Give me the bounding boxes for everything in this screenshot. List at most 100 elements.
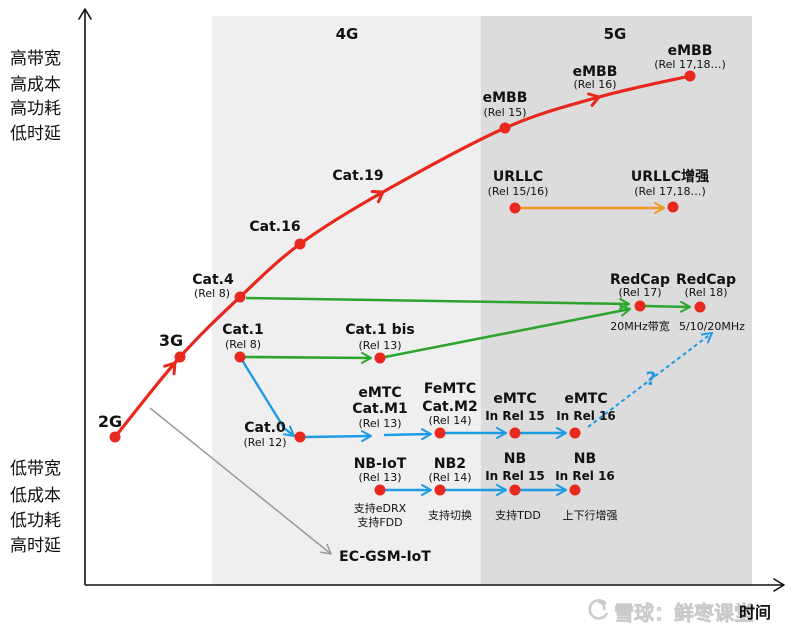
node-release-emtc-m1: (Rel 13)	[358, 417, 401, 430]
node-label-urllc-plus: URLLC增强	[631, 168, 709, 185]
y-top-label: 低时延	[10, 124, 61, 144]
node-release-cat4: (Rel 8)	[194, 287, 230, 300]
node-release-nb15: In Rel 15	[485, 469, 545, 483]
y-top-label: 高带宽	[10, 49, 61, 69]
node-dot-nb15	[509, 484, 521, 496]
unknown-path-label: ?	[645, 368, 656, 390]
node-label-emtc-m1-line2: Cat.M1	[352, 401, 407, 417]
node-label-ec-gsm-iot: EC-GSM-IoT	[339, 549, 431, 565]
node-label-redcap17: RedCap	[610, 272, 670, 288]
node-label-urllc: URLLC	[493, 169, 543, 185]
watermark-text: 雪球：鲜枣课堂	[614, 601, 754, 625]
y-bottom-label: 高时延	[10, 536, 61, 556]
node-label-cat1bis: Cat.1 bis	[345, 322, 415, 338]
node-dot-nb2	[434, 484, 446, 496]
y-top-label: 高成本	[10, 75, 61, 95]
node-dot-urllc-plus	[667, 201, 679, 213]
node-label-3g: 3G	[159, 331, 183, 350]
region-4g-label: 4G	[336, 25, 359, 43]
node-release-femtc-m2: (Rel 14)	[428, 414, 471, 427]
node-dot-3g	[174, 351, 186, 363]
node-release-urllc-plus: (Rel 17,18…)	[634, 185, 706, 198]
node-dot-cat1	[234, 351, 246, 363]
red-curve-arrowhead	[370, 189, 385, 204]
node-release-nb16: In Rel 16	[555, 469, 615, 483]
node-note-nbiot: 支持eDRX	[354, 501, 407, 515]
node-label-nbiot: NB-IoT	[354, 456, 407, 472]
node-dot-emtc15	[509, 427, 521, 439]
arrow-redcap17-to-redcap18	[644, 300, 691, 313]
red-curve-arrowhead	[587, 92, 601, 107]
node-note-redcap18: 5/10/20MHz	[679, 320, 745, 333]
node-label-cat4: Cat.4	[192, 272, 234, 288]
node-dot-cat16	[294, 238, 306, 250]
node-note-nb2: 支持切换	[428, 508, 472, 522]
watermark: 雪球：鲜枣课堂	[588, 599, 754, 625]
node-release-redcap18: (Rel 18)	[684, 286, 727, 299]
node-dot-redcap17	[634, 300, 646, 312]
node-label-cat0: Cat.0	[244, 420, 286, 436]
node-label-redcap18: RedCap	[676, 272, 736, 288]
node-release-urllc: (Rel 15/16)	[488, 185, 549, 198]
node-release-embb15: (Rel 15)	[483, 106, 526, 119]
node-dot-nb16	[569, 484, 581, 496]
arrow-cat0-to-emtc-m1	[304, 430, 372, 443]
node-note-nb15: 支持TDD	[495, 508, 541, 522]
node-label-femtc-m2: FeMTC	[424, 381, 476, 397]
node-label-cat16: Cat.16	[249, 219, 300, 235]
node-label-emtc-m1: eMTC	[358, 385, 401, 401]
node-release-embb16: (Rel 16)	[573, 78, 616, 91]
x-axis-label: 时间	[739, 603, 771, 622]
node-label-cat1: Cat.1	[222, 322, 263, 338]
node-release-embb17: (Rel 17,18…)	[654, 58, 726, 71]
node-dot-cat0	[294, 431, 306, 443]
node-label-cat19: Cat.19	[332, 168, 383, 184]
node-release-cat1: (Rel 8)	[225, 338, 261, 351]
red-curve-arrowhead	[163, 361, 177, 376]
node-release-nbiot: (Rel 13)	[358, 471, 401, 484]
node-label-embb16: eMBB	[573, 64, 618, 80]
y-bottom-label: 低功耗	[10, 511, 61, 531]
node-dot-urllc	[509, 202, 521, 214]
region-5g-label: 5G	[604, 25, 627, 43]
node-dot-redcap18	[694, 301, 706, 313]
node-release-redcap17: (Rel 17)	[618, 286, 661, 299]
node-dot-emtc16	[569, 427, 581, 439]
arrow-cat4-to-redcap17	[245, 296, 630, 310]
arrow-emtc-m1-to-femtc-m2	[383, 428, 432, 441]
arrow-cat1-to-cat0	[240, 359, 295, 437]
node-dot-cat1bis	[374, 352, 386, 364]
node-label-embb17: eMBB	[668, 43, 713, 59]
node-label-2g: 2G	[98, 412, 122, 431]
node-label-embb15: eMBB	[483, 90, 528, 106]
y-bottom-label: 低带宽	[10, 459, 61, 479]
node-label-nb16: NB	[574, 451, 596, 467]
node-release-cat1bis: (Rel 13)	[358, 339, 401, 352]
node-note-nb16: 上下行增强	[563, 508, 618, 522]
y-bottom-label: 低成本	[10, 486, 61, 506]
node-dot-nbiot	[374, 484, 386, 496]
node-release-nb2: (Rel 14)	[428, 471, 471, 484]
node-label-nb15: NB	[504, 451, 526, 467]
node-dot-2g	[109, 431, 121, 443]
node-dot-embb17	[684, 70, 696, 82]
xueqiu-logo-icon	[588, 599, 609, 620]
node-note-nbiot: 支持FDD	[357, 515, 402, 529]
node-dot-cat4	[234, 291, 246, 303]
arrow-cat1-to-cat1bis	[244, 351, 372, 364]
node-label-emtc16: eMTC	[564, 391, 607, 407]
node-label-femtc-m2-line2: Cat.M2	[422, 399, 477, 415]
node-release-emtc15: In Rel 15	[485, 409, 545, 423]
arrow-cat1bis-to-redcap17	[384, 304, 631, 359]
arrow-emtc16-to-redcap18-dashed	[587, 332, 713, 428]
node-dot-embb15	[499, 122, 511, 134]
y-top-label: 高功耗	[10, 99, 61, 119]
arrow-2g-to-ec-gsm-iot	[149, 407, 332, 555]
node-release-emtc16: In Rel 16	[556, 409, 616, 423]
node-label-emtc15: eMTC	[493, 391, 536, 407]
node-label-nb2: NB2	[434, 456, 466, 472]
node-note-redcap17: 20MHz带宽	[610, 319, 670, 333]
node-dot-femtc-m2	[434, 427, 446, 439]
node-release-cat0: (Rel 12)	[243, 436, 286, 449]
